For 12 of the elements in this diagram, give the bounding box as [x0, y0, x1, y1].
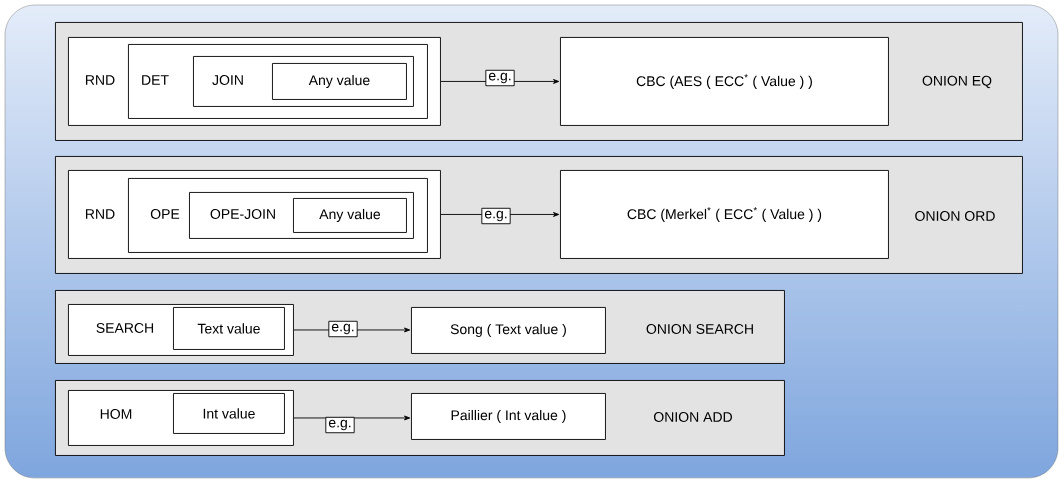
label-box: Any value [272, 63, 407, 100]
label-box: CBC (Merkel$^{*}$ ( ECC$^{*}$ ( Value ) ) [560, 170, 889, 259]
edge-label: e.g. [481, 207, 511, 225]
edge-label: e.g. [325, 416, 355, 434]
label-box: Int value [173, 393, 285, 434]
edge-label: e.g. [485, 69, 515, 87]
label-box: Text value [173, 307, 285, 350]
label-box: CBC (AES ( ECC$^{*}$ ( Value ) ) [560, 37, 889, 126]
label-box: Paillier ( Int value ) [411, 393, 606, 440]
label-box: Song ( Text value ) [411, 307, 606, 354]
label-box: Any value [293, 198, 407, 233]
edge-label: e.g. [328, 320, 358, 338]
